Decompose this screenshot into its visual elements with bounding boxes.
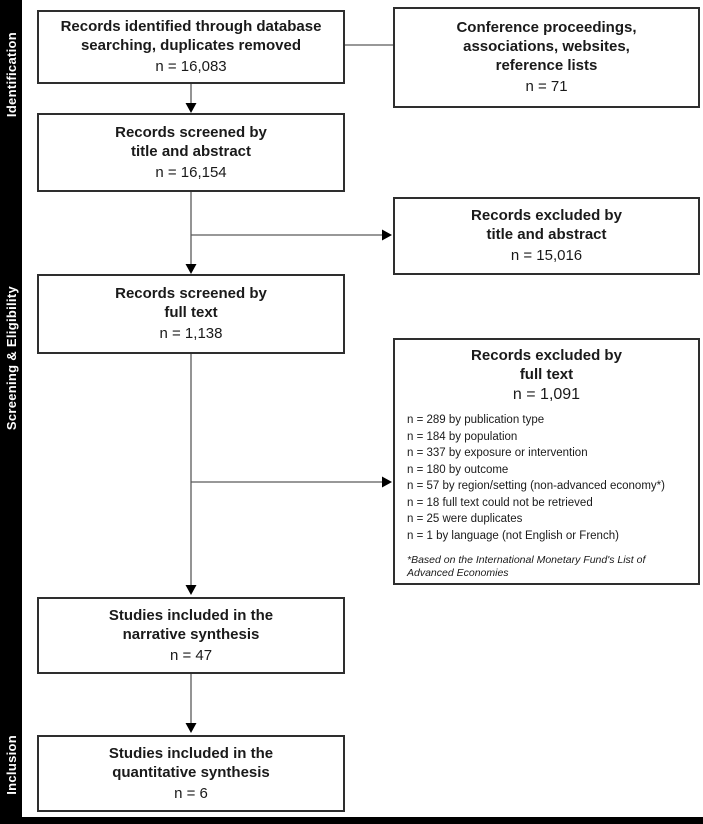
box-conference-proceedings-count: n = 71: [525, 78, 568, 95]
phase-screening-eligibility: Screening & Eligibility: [0, 200, 22, 516]
box-narrative-synthesis-count: n = 47: [169, 646, 213, 664]
box-records-identified-count: n = 16,083: [155, 58, 227, 75]
phase-inclusion-label: Inclusion: [3, 734, 19, 795]
box-screened-fulltext-count: n = 1,138: [159, 325, 223, 342]
exclusion-reason: n = 289 by publication type: [407, 414, 545, 426]
exclusion-reason: n = 337 by exposure or intervention: [407, 447, 588, 459]
box-records-identified: Records identified through database sear…: [37, 10, 345, 84]
box-screened-fulltext-title: Records screened by full text: [115, 285, 267, 321]
box-narrative-synthesis: Studies included in the narrative synthe…: [37, 597, 345, 674]
box-screened-fulltext: Records screened by full text n = 1,138: [37, 274, 345, 354]
bottom-border-strip: [0, 817, 703, 824]
box-quantitative-synthesis: Studies included in the quantitative syn…: [37, 735, 345, 812]
box-excluded-fulltext: Records excluded by full text n = 1,091 …: [393, 338, 700, 585]
exclusion-reason: n = 18 full text could not be retrieved: [407, 496, 593, 509]
box-quantitative-synthesis-title: Studies included in the quantitative syn…: [108, 744, 274, 781]
exclusion-reason: n = 25 were duplicates: [407, 513, 523, 525]
phase-sidebar: [0, 0, 22, 824]
box-excluded-title-abstract-count: n = 15,016: [510, 247, 583, 264]
phase-identification: Identification: [0, 0, 22, 150]
box-conference-proceedings: Conference proceedings, associations, we…: [393, 7, 700, 108]
box-narrative-synthesis-title: Studies included in the narrative synthe…: [108, 606, 274, 643]
exclusion-reason: n = 184 by population: [407, 430, 518, 443]
box-quantitative-synthesis-count: n = 6: [174, 784, 208, 802]
exclusion-reason-list: n = 289 by publication type n = 184 by po…: [403, 412, 690, 544]
box-screened-title-abstract-title: Records screened by title and abstract: [115, 123, 267, 160]
box-excluded-title-abstract: Records excluded by title and abstract n…: [393, 197, 700, 275]
phase-identification-label: Identification: [3, 32, 19, 118]
box-excluded-fulltext-title: Records excluded by full text: [471, 347, 622, 383]
phase-screening-eligibility-label: Screening & Eligibility: [3, 285, 19, 431]
box-excluded-title-abstract-title: Records excluded by title and abstract: [471, 207, 622, 243]
box-conference-proceedings-title: Conference proceedings, associations, we…: [456, 19, 637, 74]
exclusion-reason: n = 57 by region/setting (non-advanced e…: [407, 480, 665, 492]
imf-footnote: *Based on the International Monetary Fun…: [407, 554, 646, 579]
phase-inclusion: Inclusion: [0, 705, 22, 824]
exclusion-reason: n = 1 by language (not English or French…: [407, 529, 619, 542]
box-screened-title-abstract-count: n = 16,154: [155, 163, 227, 181]
box-screened-title-abstract: Records screened by title and abstract n…: [37, 113, 345, 192]
exclusion-reason: n = 180 by outcome: [407, 463, 509, 476]
box-records-identified-title: Records identified through database sear…: [60, 18, 322, 54]
box-excluded-fulltext-count: n = 1,091: [512, 386, 581, 403]
